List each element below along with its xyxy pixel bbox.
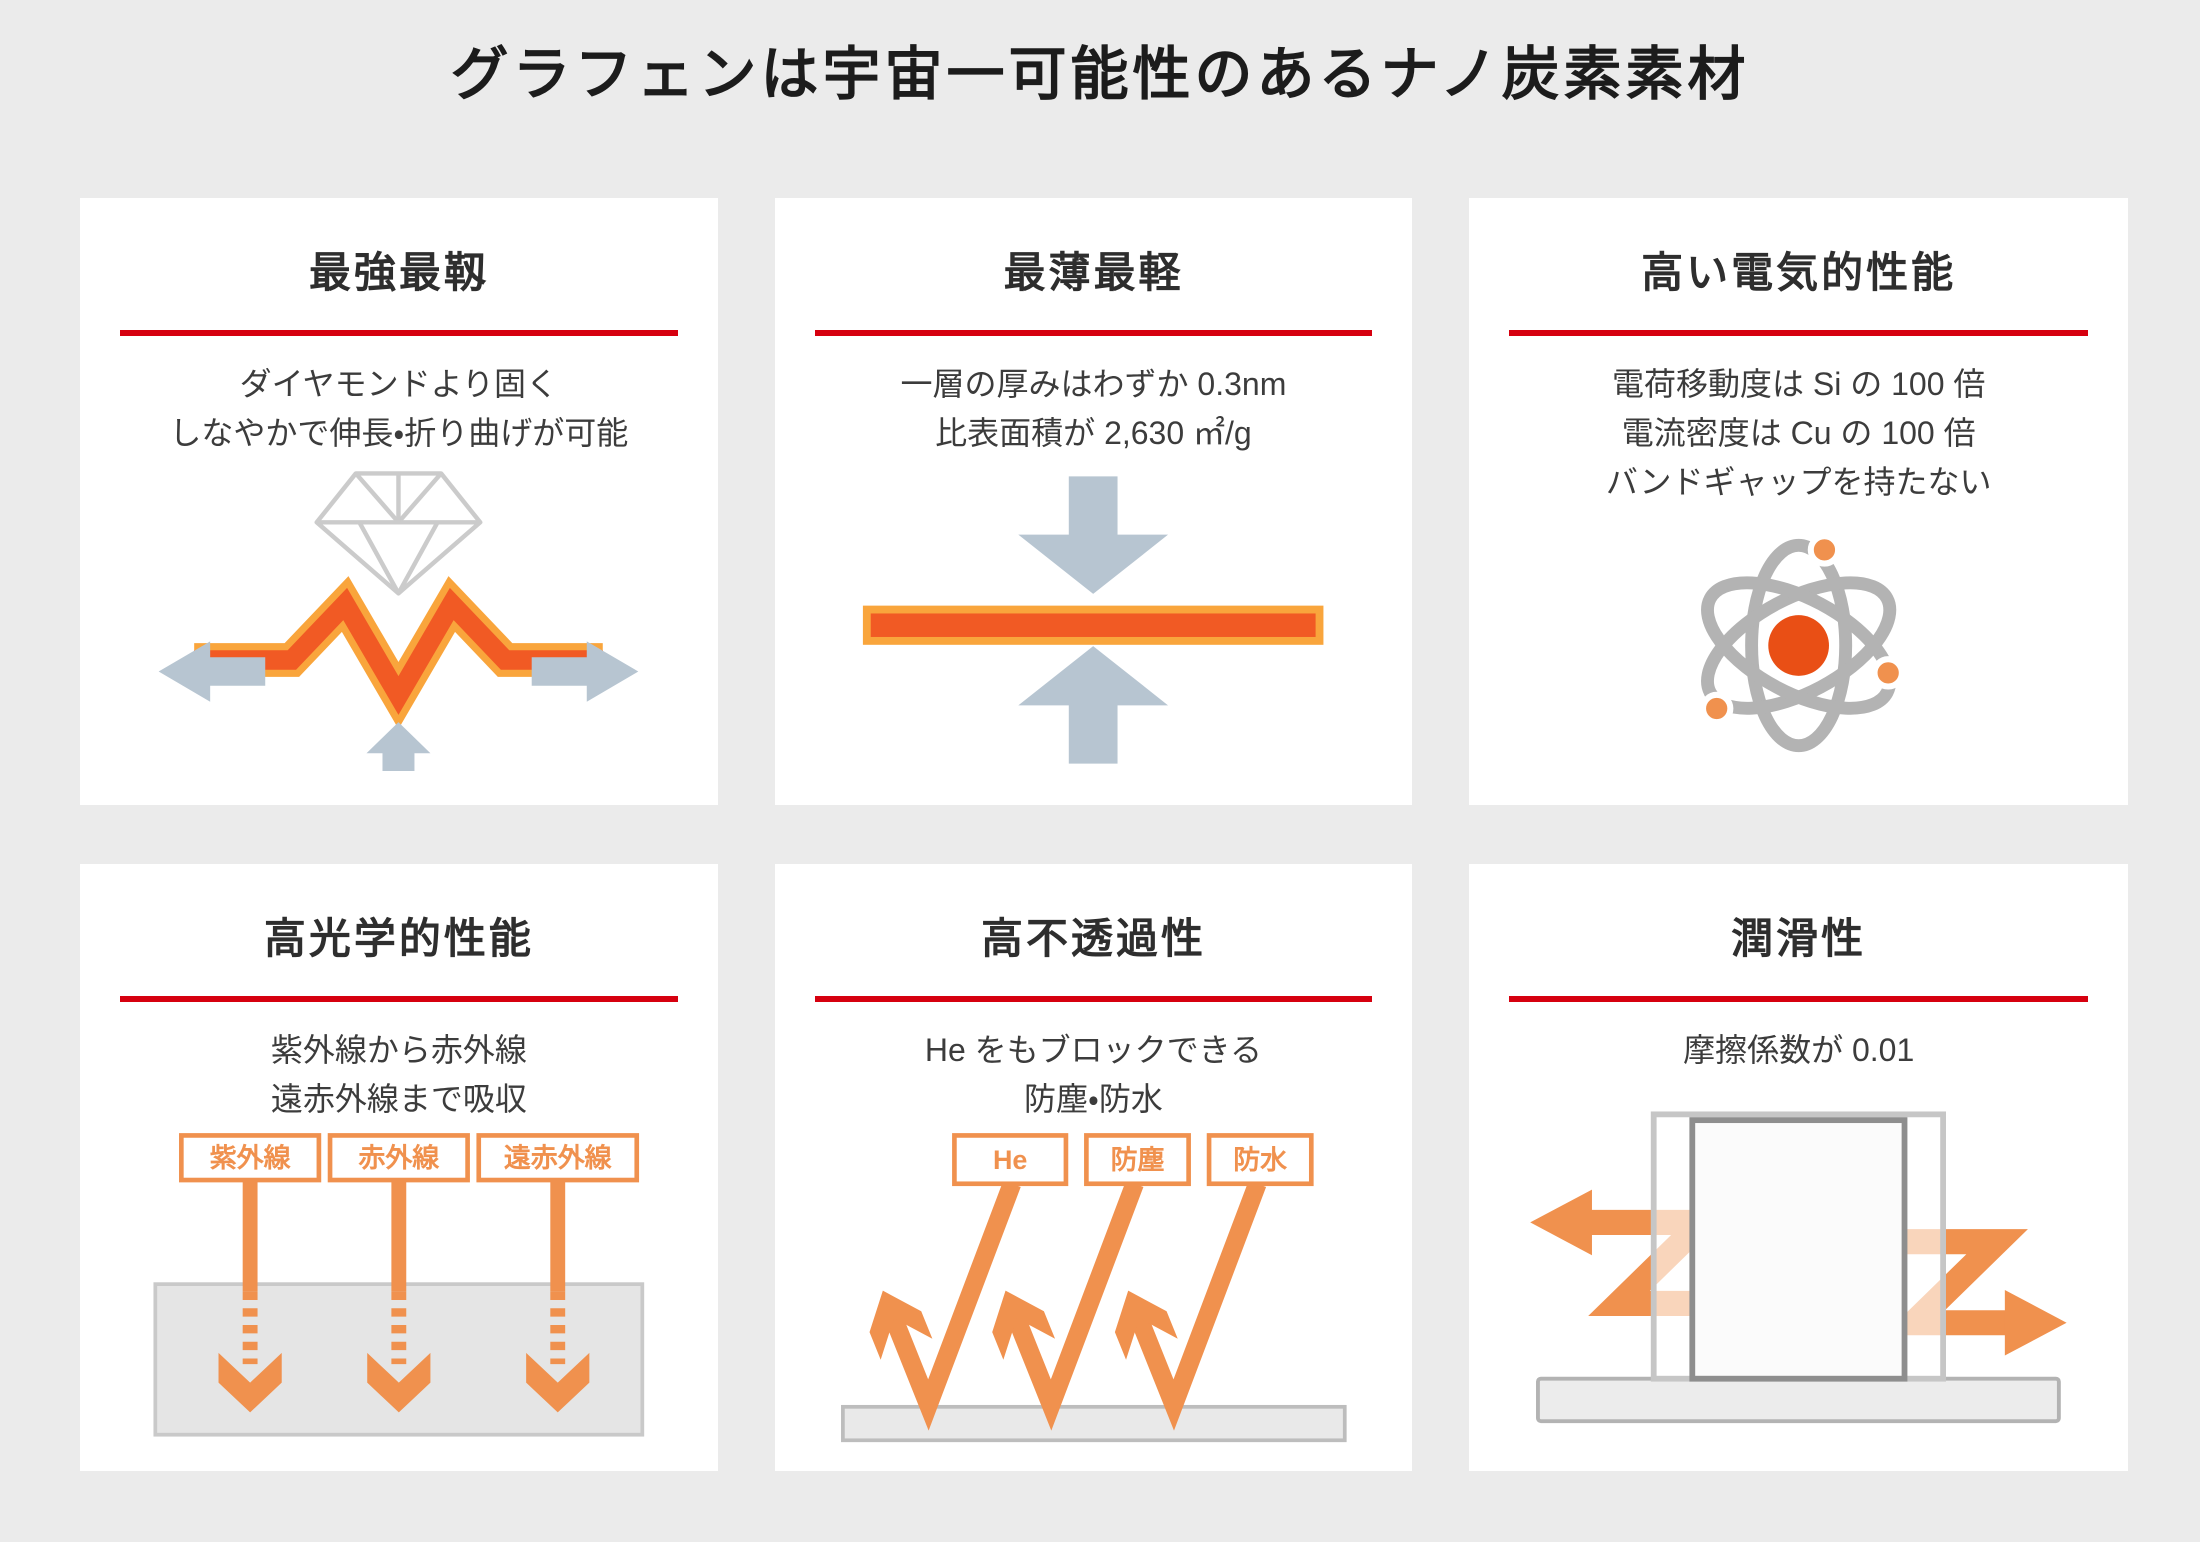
graphene-sheet-icon xyxy=(863,605,1324,645)
uv-label: 紫外線 xyxy=(210,1143,292,1173)
ir-label: 赤外線 xyxy=(358,1143,440,1173)
base-slab xyxy=(1536,1376,2062,1424)
card-optical: 高光学的性能 紫外線から赤外線 遠赤外線まで吸収 紫外線 赤外線 xyxy=(80,864,718,1471)
description-line: 一層の厚みはわずか 0.3nm xyxy=(900,366,1287,402)
description-line: バンドギャップを持たない xyxy=(1605,464,1992,500)
card-grid: 最強最靱 ダイヤモンドより固く しなやかで伸長・折り曲げが可能 xyxy=(0,198,2200,1471)
press-down-arrow-icon xyxy=(1018,475,1169,594)
dustproof-label-box: 防塵 xyxy=(1083,1132,1191,1186)
electron-orbits xyxy=(1701,538,1897,753)
nucleus-icon xyxy=(1768,615,1830,676)
card-figure xyxy=(120,458,678,781)
left-arrow-icon xyxy=(158,640,266,702)
he-label-box: He xyxy=(951,1132,1068,1186)
lubricity-illustration xyxy=(1530,1111,2067,1424)
description-line: He をもブロックできる xyxy=(924,1032,1263,1068)
description-line: ダイヤモンドより固く xyxy=(239,366,559,402)
card-description: 電荷移動度は Si の 100 倍 電流密度は Cu の 100 倍 バンドギャ… xyxy=(1606,360,1992,507)
card-figure xyxy=(815,458,1373,781)
description-line: 電流密度は Cu の 100 倍 xyxy=(1621,415,1976,451)
description-line: しなやかで伸長・折り曲げが可能 xyxy=(169,415,629,451)
sliding-block xyxy=(1689,1117,1908,1382)
card-figure xyxy=(1509,1075,2088,1447)
card-description: 紫外線から赤外線 遠赤外線まで吸収 xyxy=(271,1026,527,1124)
card-figure: 紫外線 赤外線 遠赤外線 xyxy=(120,1124,678,1447)
uv-label-box: 紫外線 xyxy=(179,1132,322,1182)
card-description: ダイヤモンドより固く しなやかで伸長・折り曲げが可能 xyxy=(169,360,628,458)
card-title: 潤滑性 xyxy=(1731,915,1867,962)
card-title: 最薄最軽 xyxy=(1003,249,1184,296)
description-line: 防塵・防水 xyxy=(1024,1081,1163,1117)
blocking-illustration: He 防塵 防水 xyxy=(840,1132,1347,1442)
red-divider xyxy=(1509,330,2089,336)
absorbed-ray-arrows xyxy=(218,1179,590,1412)
waterproof-label: 防水 xyxy=(1233,1144,1288,1174)
bounce-arrows xyxy=(882,1179,1266,1431)
card-figure: He 防塵 防水 xyxy=(815,1124,1373,1447)
card-thinness: 最薄最軽 一層の厚みはわずか 0.3nm 比表面積が 2,630 ㎡/g xyxy=(774,198,1413,805)
press-up-arrow-icon xyxy=(1018,645,1169,764)
waterproof-label-box: 防水 xyxy=(1206,1132,1314,1186)
up-arrow-icon xyxy=(366,721,431,771)
graphene-zigzag-sheet-icon xyxy=(194,575,604,729)
electrons xyxy=(1700,533,1905,726)
description-line: 電荷移動度は Si の 100 倍 xyxy=(1611,366,1986,402)
description-line: 遠赤外線まで吸収 xyxy=(270,1081,527,1117)
he-label: He xyxy=(993,1144,1027,1174)
card-lubricity: 潤滑性 摩擦係数が 0.01 xyxy=(1469,864,2129,1471)
red-divider xyxy=(1509,996,2089,1002)
thinness-illustration xyxy=(863,475,1324,764)
card-description: He をもブロックできる 防塵・防水 xyxy=(925,1026,1262,1124)
atom-icon xyxy=(1700,533,1905,753)
stretch-arrows xyxy=(158,640,639,771)
card-title: 最強最靱 xyxy=(308,249,489,296)
far-ir-label: 遠赤外線 xyxy=(504,1143,613,1173)
ir-label-box: 赤外線 xyxy=(327,1132,470,1182)
description-line: 紫外線から赤外線 xyxy=(270,1032,527,1068)
diamond-icon xyxy=(314,470,483,596)
description-line: 比表面積が 2,630 ㎡/g xyxy=(935,415,1252,451)
card-title: 高い電気的性能 xyxy=(1641,249,1957,296)
card-title: 高不透過性 xyxy=(980,915,1206,962)
red-divider xyxy=(814,996,1373,1002)
right-arrow-icon xyxy=(532,640,639,702)
bounce-arrowheads xyxy=(869,1290,1178,1360)
card-description: 摩擦係数が 0.01 xyxy=(1683,1026,1914,1075)
card-electrical: 高い電気的性能 電荷移動度は Si の 100 倍 電流密度は Cu の 100… xyxy=(1469,198,2129,805)
red-divider xyxy=(120,996,678,1002)
strength-illustration xyxy=(158,470,639,771)
card-description: 一層の厚みはわずか 0.3nm 比表面積が 2,630 ㎡/g xyxy=(901,360,1287,458)
card-figure xyxy=(1509,507,2088,781)
absorption-illustration: 紫外線 赤外線 遠赤外線 xyxy=(153,1132,645,1437)
page-title: グラフェンは宇宙一可能性のあるナノ炭素素材 xyxy=(450,42,1750,107)
description-line: 摩擦係数が 0.01 xyxy=(1683,1032,1915,1068)
graphene-barrier xyxy=(840,1404,1347,1442)
red-divider xyxy=(814,330,1373,336)
red-divider xyxy=(120,330,678,336)
dustproof-label: 防塵 xyxy=(1110,1144,1164,1174)
card-strength: 最強最靱 ダイヤモンドより固く しなやかで伸長・折り曲げが可能 xyxy=(80,198,718,805)
far-ir-label-box: 遠赤外線 xyxy=(476,1132,640,1182)
card-impermeability: 高不透過性 He をもブロックできる 防塵・防水 xyxy=(774,864,1413,1471)
card-title: 高光学的性能 xyxy=(263,915,534,962)
